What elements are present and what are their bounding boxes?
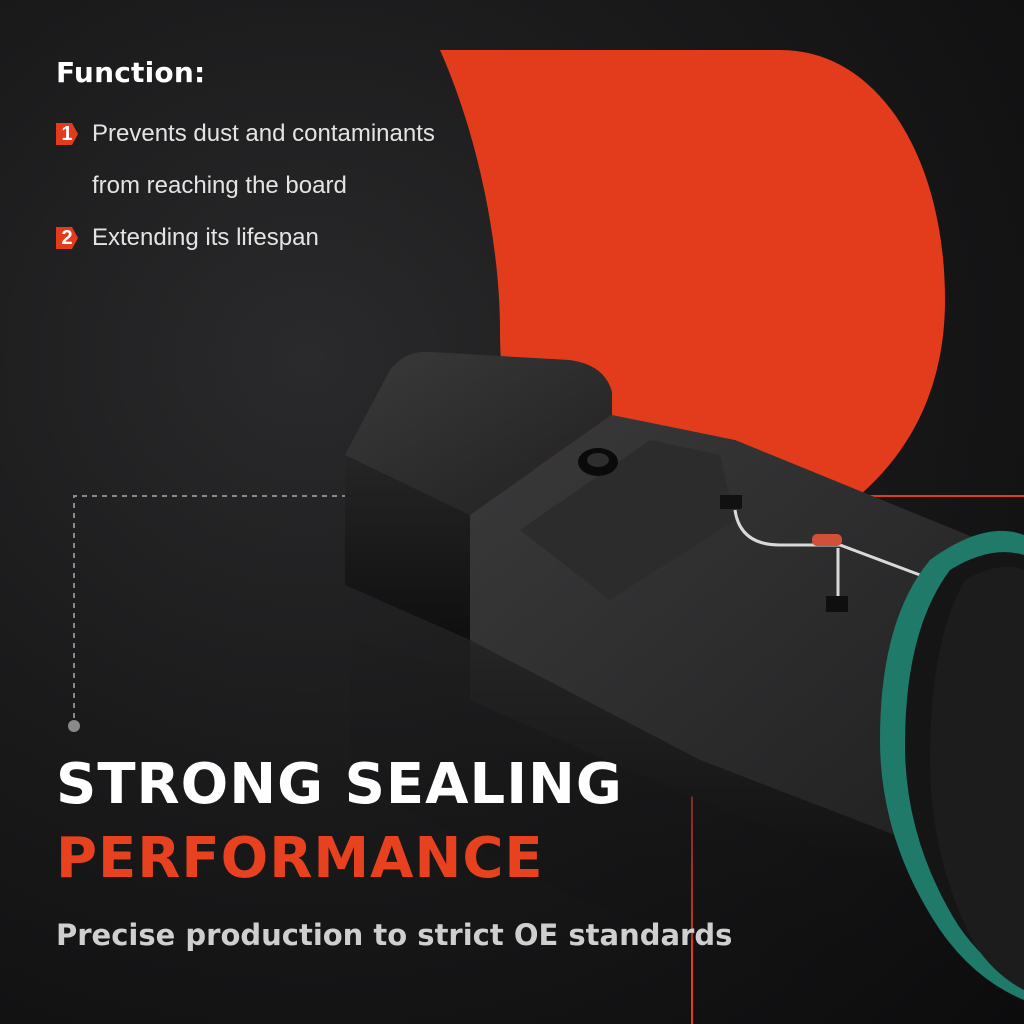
headline-line-1: STRONG SEALING (56, 752, 623, 817)
subline: Precise production to strict OE standard… (56, 918, 733, 952)
number-badge-icon: 1 (56, 123, 78, 145)
function-item-line: Extending its lifespan (92, 224, 319, 251)
function-item-number: 1 (61, 123, 73, 145)
dashed-callout-line (73, 495, 345, 718)
callout-dot (68, 720, 80, 732)
function-item-line: from reaching the board (92, 172, 347, 199)
headline-line-2: PERFORMANCE (56, 826, 544, 891)
function-item-number: 2 (61, 227, 73, 249)
product-reflection (350, 640, 860, 1000)
number-badge-icon: 2 (56, 227, 78, 249)
function-item-line: Prevents dust and contaminants (92, 120, 435, 147)
sensor-product-image (345, 351, 1024, 1000)
function-title: Function: (56, 56, 206, 89)
